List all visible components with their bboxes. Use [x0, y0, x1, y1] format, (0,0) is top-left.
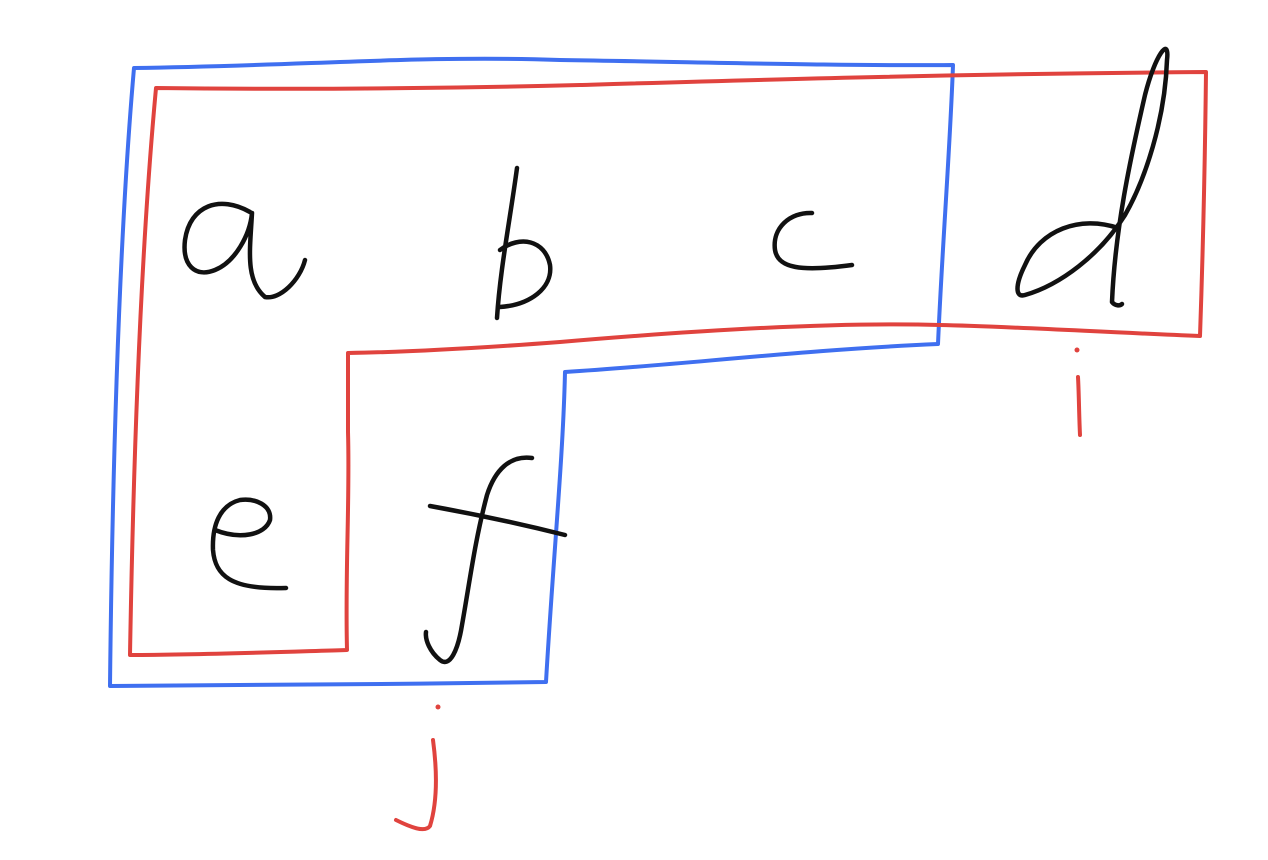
letter-a-label: a	[200, 259, 201, 261]
marker-j-label: j	[431, 779, 433, 781]
letter-e-label: e	[240, 559, 241, 561]
blue-outline-region	[108, 56, 955, 688]
red-outline-region	[128, 70, 1208, 657]
letter-f-label: f	[479, 559, 481, 561]
letter-c: c	[772, 210, 855, 271]
letter-d-label: d	[1080, 249, 1081, 251]
letter-e: e	[210, 497, 289, 591]
letter-f: f	[423, 455, 568, 665]
letter-b: b	[494, 165, 553, 321]
marker-j: j	[394, 704, 441, 832]
letter-b-label: b	[510, 259, 511, 261]
letter-d: d	[1015, 46, 1170, 308]
letter-a: a	[182, 201, 308, 300]
letter-c-label: c	[800, 249, 801, 251]
marker-i: i	[1074, 347, 1082, 437]
